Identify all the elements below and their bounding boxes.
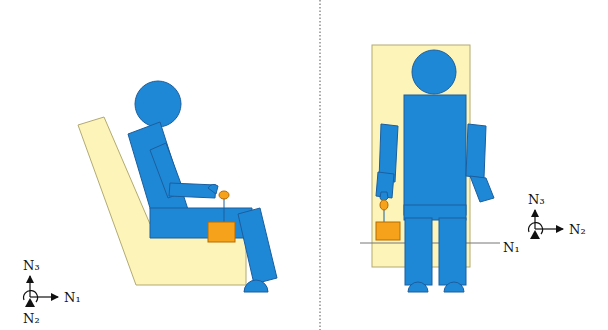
coordinate-frame <box>529 210 563 239</box>
divider-line <box>320 0 321 330</box>
side-view <box>78 81 277 292</box>
axis-label: N₃ <box>528 193 545 206</box>
axis-label: N₂ <box>23 312 40 325</box>
front-view <box>360 45 500 292</box>
axis-label: N₂ <box>569 223 586 236</box>
axis-label: N₃ <box>23 259 40 272</box>
axis-label: N₁ <box>64 291 81 304</box>
coordinate-frame <box>24 276 58 307</box>
axis-label: N₁ <box>503 241 520 254</box>
